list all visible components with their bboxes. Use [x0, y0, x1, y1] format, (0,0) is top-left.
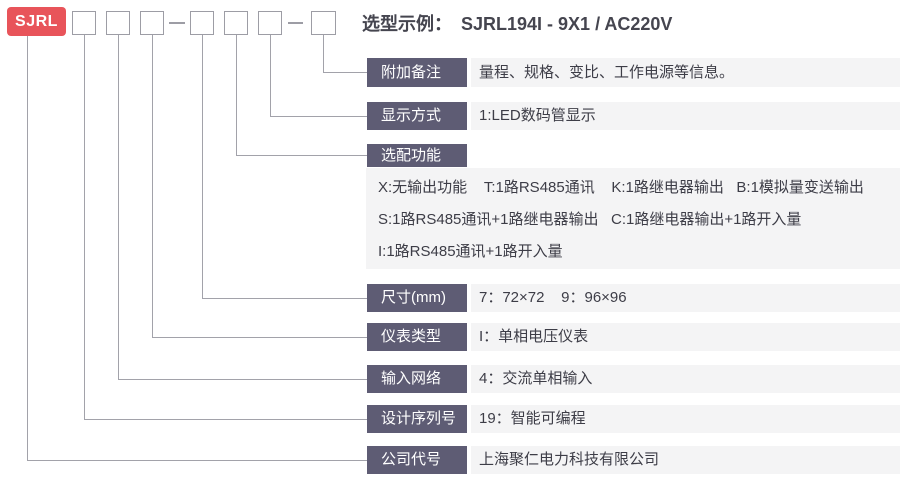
- label-meter-type: 仪表类型: [367, 323, 467, 351]
- value-input-network: 4：交流单相输入: [471, 365, 900, 393]
- value-design-series: 19：智能可编程: [471, 405, 900, 433]
- connector: [236, 35, 237, 155]
- code-box-7: [311, 11, 336, 35]
- connector: [152, 337, 367, 338]
- optional-functions-line: I:1路RS485通讯+1路开入量: [378, 243, 563, 260]
- connector: [118, 35, 119, 379]
- selection-example-label: 选型示例：: [362, 14, 452, 34]
- value-display-mode: 1:LED数码管显示: [471, 102, 900, 130]
- code-box-2: [106, 11, 130, 35]
- optional-functions-line: X:无输出功能 T:1路RS485通讯 K:1路继电器输出 B:1模拟量变送输出: [378, 179, 864, 196]
- value-meter-type: I：单相电压仪表: [471, 323, 900, 351]
- label-dimensions: 尺寸(mm): [367, 284, 467, 312]
- selection-example-value: SJRL194I - 9X1 / AC220V: [461, 14, 673, 34]
- optional-functions-line: S:1路RS485通讯+1路继电器输出 C:1路继电器输出+1路开入量: [378, 211, 802, 228]
- code-box-1: [72, 11, 96, 35]
- selection-example-title: 选型示例： SJRL194I - 9X1 / AC220V: [362, 10, 672, 36]
- connector: [270, 116, 367, 117]
- connector: [27, 36, 28, 460]
- value-remarks: 量程、规格、变比、工作电源等信息。: [471, 58, 900, 87]
- value-company-code: 上海聚仁电力科技有限公司: [471, 446, 900, 474]
- connector: [323, 35, 324, 72]
- brand-box: SJRL: [7, 7, 66, 36]
- connector: [84, 419, 367, 420]
- label-company-code: 公司代号: [367, 446, 467, 474]
- label-remarks: 附加备注: [367, 58, 467, 87]
- label-display-mode: 显示方式: [367, 102, 467, 130]
- code-box-5: [224, 11, 248, 35]
- connector: [202, 298, 367, 299]
- optional-functions-block: X:无输出功能 T:1路RS485通讯 K:1路继电器输出 B:1模拟量变送输出…: [366, 168, 900, 269]
- connector: [323, 72, 367, 73]
- dash-separator-1: [169, 22, 185, 24]
- dash-separator-2: [288, 22, 303, 24]
- connector: [270, 35, 271, 116]
- label-design-series: 设计序列号: [367, 405, 467, 433]
- code-box-4: [190, 11, 214, 35]
- connector: [202, 35, 203, 298]
- connector: [236, 155, 367, 156]
- label-input-network: 输入网络: [367, 365, 467, 393]
- label-optional-functions: 选配功能: [367, 144, 467, 167]
- connector: [152, 35, 153, 337]
- code-box-3: [140, 11, 164, 35]
- connector: [118, 379, 367, 380]
- code-box-6: [258, 11, 282, 35]
- connector: [27, 460, 367, 461]
- connector: [84, 35, 85, 419]
- value-dimensions: 7：72×72 9：96×96: [471, 284, 900, 312]
